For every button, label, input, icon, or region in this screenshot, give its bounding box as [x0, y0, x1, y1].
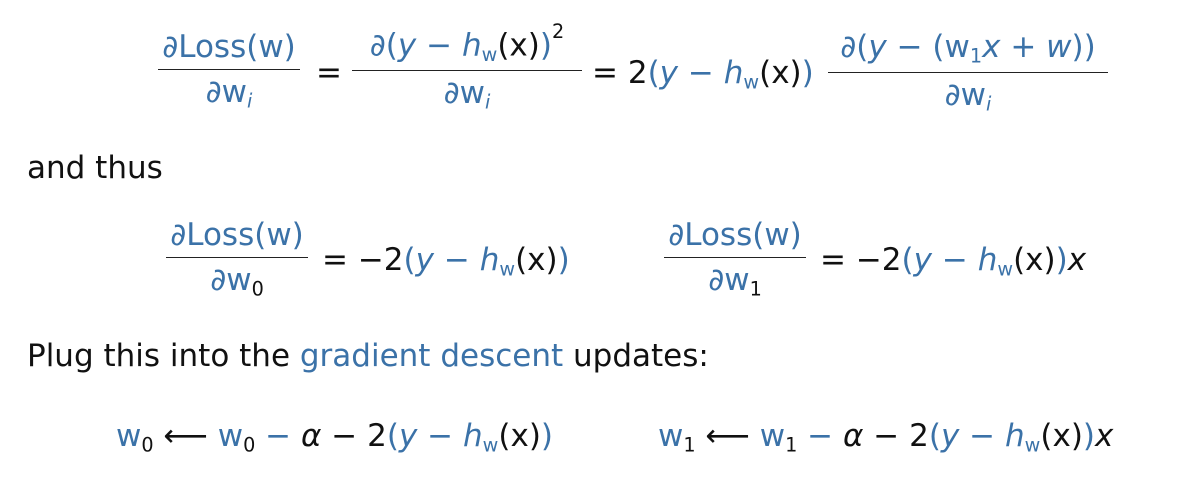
- chain-rule-expression: = 2(y − hw(x)): [592, 55, 814, 94]
- w1-gradient-expression: = −2(y − hw(x))x: [820, 242, 1087, 281]
- fraction-denominator: ∂w0: [210, 262, 264, 301]
- loss-derivative-w1-fraction: ∂Loss(w) ∂w1: [664, 220, 806, 299]
- model-derivative-fraction: ∂(y − (w1x + w)) ∂wi: [828, 32, 1108, 113]
- loss-derivative-wi-fraction: ∂Loss(w) ∂wi: [158, 32, 300, 111]
- fraction-numerator: ∂Loss(w): [162, 29, 296, 65]
- fraction-bar: [664, 257, 806, 258]
- fraction-bar: [352, 70, 582, 72]
- fraction-bar: [166, 257, 308, 258]
- gradient-descent-term: gradient descent: [299, 338, 564, 374]
- equals-sign-1: =: [316, 55, 342, 91]
- plug-into-updates-text: Plug this into the gradient descent upda…: [27, 338, 709, 374]
- fraction-numerator: ∂Loss(w): [170, 217, 304, 253]
- fraction-denominator: ∂w1: [708, 262, 762, 301]
- w0-update-rule: w0 ⟵ w0 − α − 2(y − hw(x)): [116, 418, 554, 457]
- fraction-numerator: ∂Loss(w): [668, 217, 802, 253]
- fraction-denominator: ∂wi: [205, 74, 253, 113]
- fraction-denominator: ∂wi: [944, 76, 992, 115]
- fraction-denominator: ∂wi: [443, 75, 491, 114]
- squared-error-derivative-fraction: ∂(y − hw(x))2 ∂wi: [352, 22, 582, 112]
- w1-update-rule: w1 ⟵ w1 − α − 2(y − hw(x))x: [658, 418, 1114, 457]
- fraction-numerator: ∂(y − (w1x + w)): [840, 29, 1096, 68]
- loss-derivative-w0-fraction: ∂Loss(w) ∂w0: [166, 220, 308, 299]
- and-thus-text: and thus: [27, 150, 163, 186]
- fraction-numerator: ∂(y − hw(x))2: [369, 20, 565, 67]
- fraction-bar: [828, 71, 1108, 73]
- w0-gradient-expression: = −2(y − hw(x)): [322, 242, 570, 281]
- fraction-bar: [158, 69, 300, 70]
